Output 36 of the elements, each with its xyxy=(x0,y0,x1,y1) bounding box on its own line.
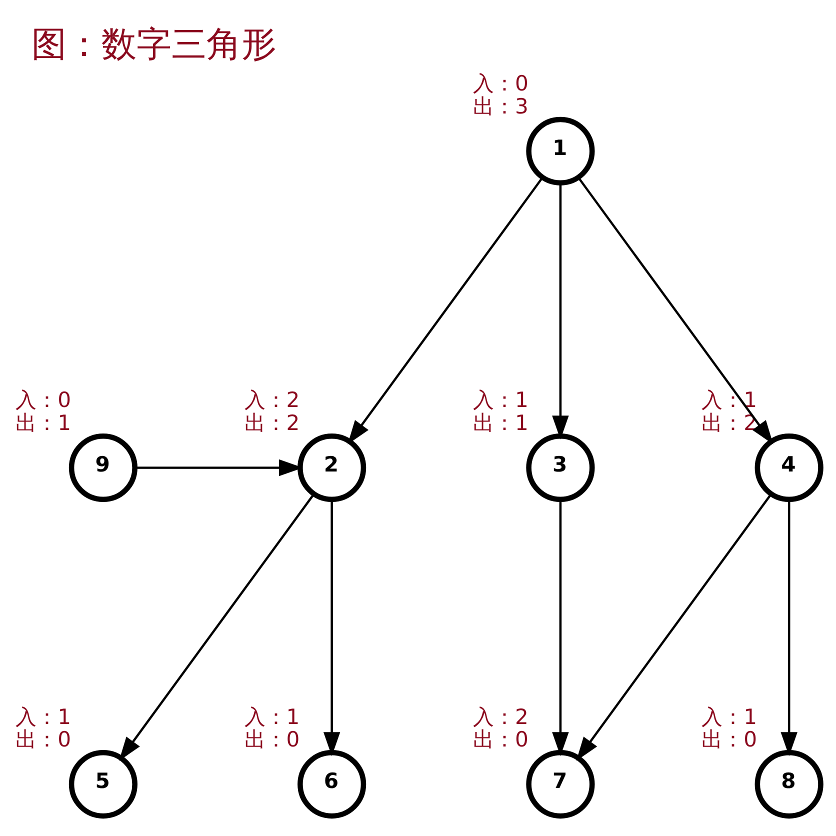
node-label: 入：1 xyxy=(244,703,300,728)
node-circle: 7 xyxy=(526,750,595,818)
arrow xyxy=(134,458,303,476)
node-circle: 1 xyxy=(526,116,595,185)
node-label: 入：2 xyxy=(472,703,528,728)
node-label: 出：0 xyxy=(16,726,72,752)
arrow xyxy=(552,499,569,756)
node-label: 入：0 xyxy=(16,386,72,412)
node-label: 出：0 xyxy=(702,726,757,752)
diagram-title: 图：数字三角形 xyxy=(32,24,277,65)
arrow xyxy=(552,182,569,439)
node-label: 入：0 xyxy=(472,70,528,96)
node-circle: 3 xyxy=(526,432,595,502)
node-circle: 5 xyxy=(68,750,138,818)
arrow xyxy=(119,492,315,760)
node-label: 出：2 xyxy=(244,410,300,435)
node-label: 入：1 xyxy=(702,703,757,728)
node-circle: 2 xyxy=(298,432,366,502)
arrow xyxy=(577,176,774,444)
node-label: 出：1 xyxy=(472,410,528,435)
node-circle: 6 xyxy=(298,750,366,818)
node-label: 入：1 xyxy=(16,703,72,728)
node-circle: 8 xyxy=(754,750,824,818)
arrow xyxy=(780,499,798,756)
arrow xyxy=(323,499,340,756)
node-label: 入：1 xyxy=(472,386,528,412)
node-circle: 9 xyxy=(68,432,138,502)
node-circle: 4 xyxy=(754,432,824,502)
arrow xyxy=(576,492,772,760)
node-label: 入：1 xyxy=(702,386,757,412)
node-label: 入：2 xyxy=(244,386,300,412)
node-label: 出：0 xyxy=(244,726,300,752)
arrow xyxy=(348,176,544,444)
node-label: 出：3 xyxy=(472,93,528,118)
node-label: 出：0 xyxy=(472,726,528,752)
node-label: 出：1 xyxy=(16,410,72,435)
